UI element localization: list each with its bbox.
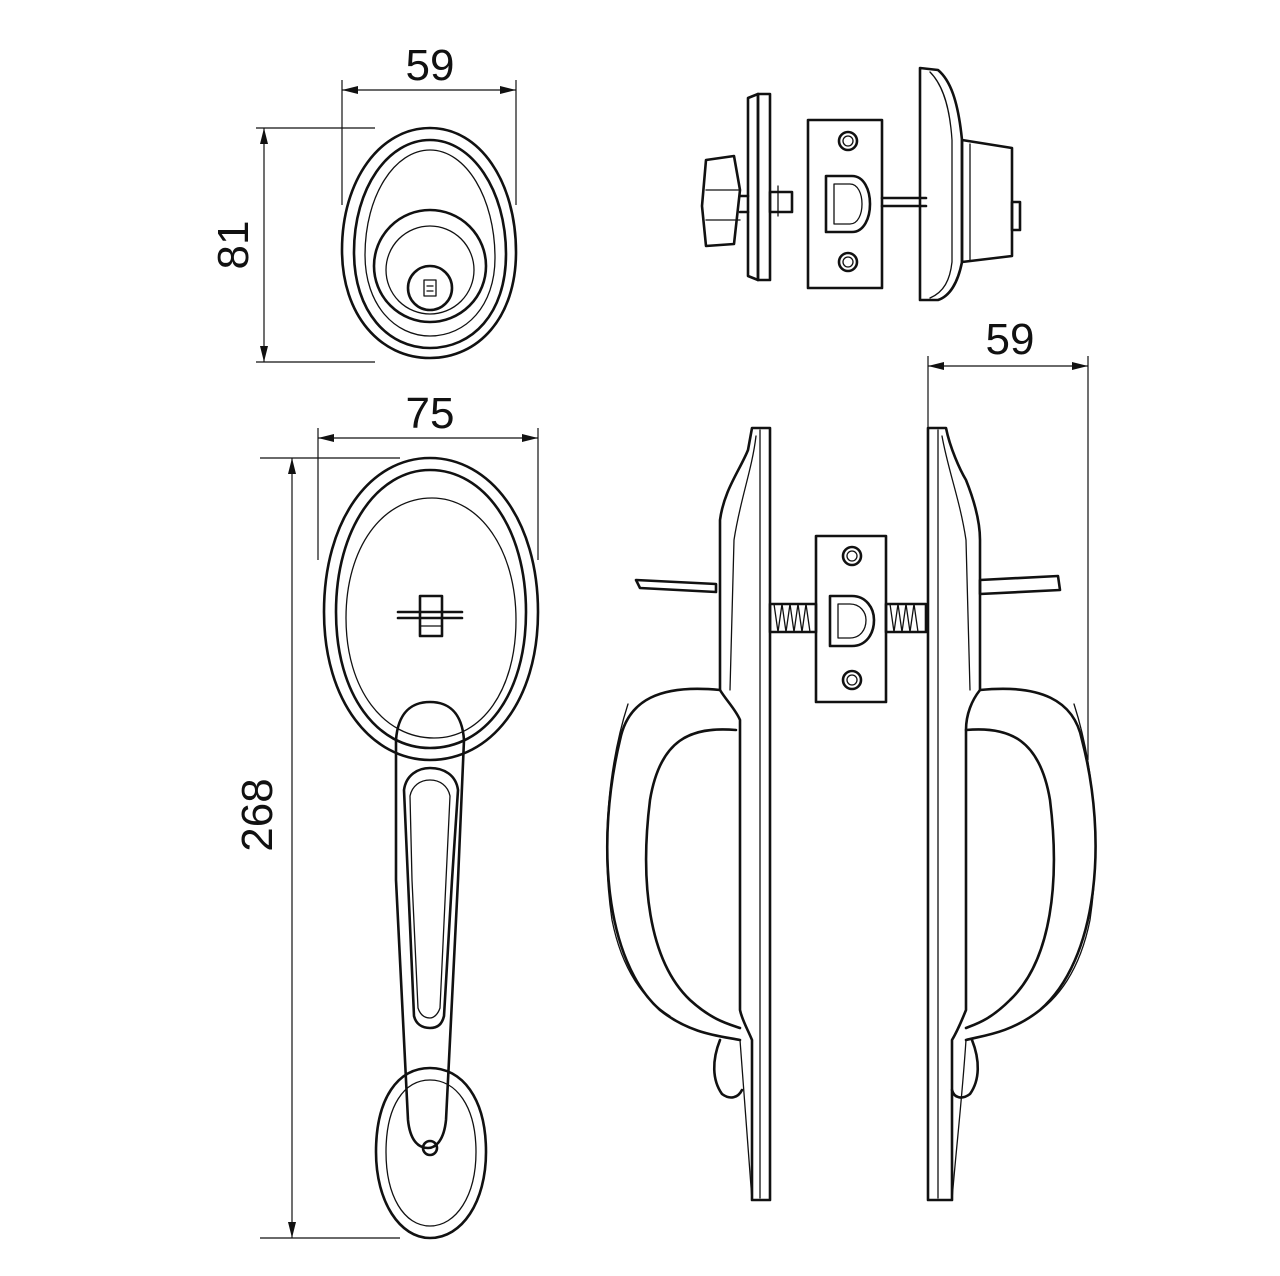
dim-label-deadbolt-width: 59 bbox=[406, 41, 455, 90]
dim-handleset-height: 268 bbox=[233, 457, 400, 1239]
handleset-front-view bbox=[322, 456, 540, 1240]
dim-deadbolt-height: 81 bbox=[209, 127, 375, 363]
dim-handleset-width: 75 bbox=[317, 389, 539, 560]
dim-handle-depth: 59 bbox=[927, 315, 1089, 760]
dim-label-handle-depth: 59 bbox=[986, 315, 1035, 364]
dim-label-handleset-width: 75 bbox=[406, 389, 455, 438]
deadbolt-side-view bbox=[700, 66, 1022, 302]
dim-label-handleset-height: 268 bbox=[233, 778, 282, 851]
deadbolt-front-view bbox=[340, 126, 518, 360]
dim-deadbolt-width: 59 bbox=[341, 41, 517, 205]
handleset-side-view bbox=[605, 426, 1097, 1202]
dim-label-deadbolt-height: 81 bbox=[209, 221, 258, 270]
